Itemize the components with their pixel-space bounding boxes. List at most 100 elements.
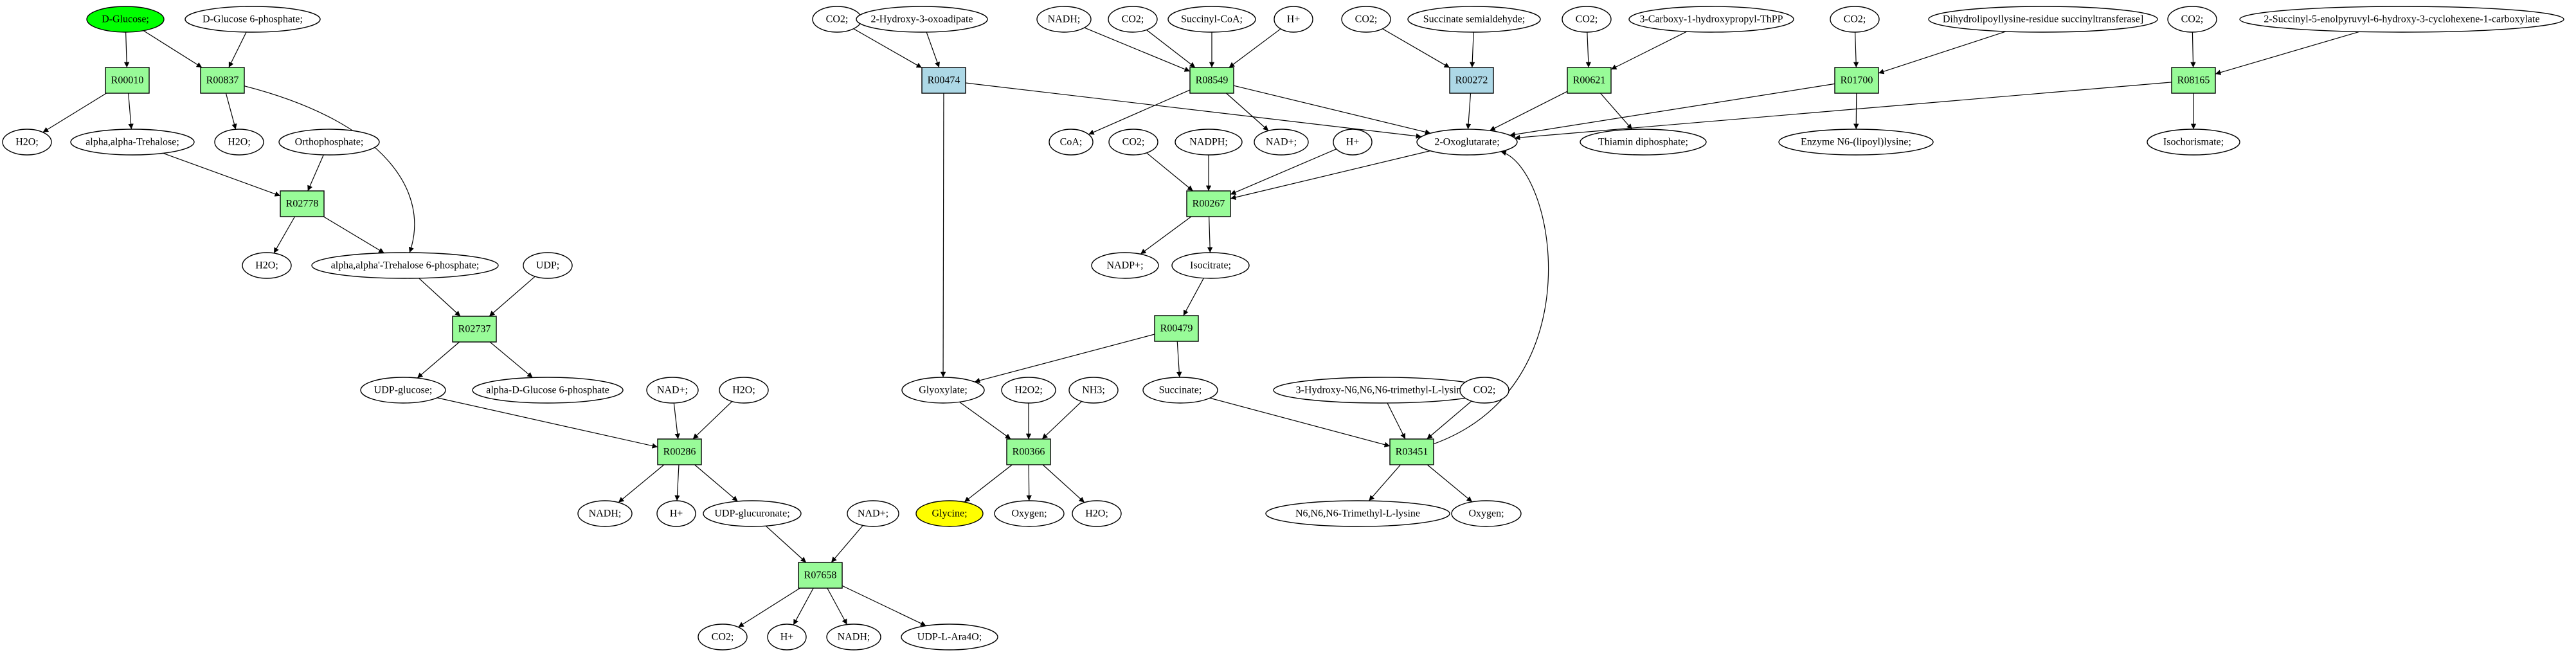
metabolite-node: Oxygen; (1451, 500, 1522, 527)
metabolite-ellipse (1407, 6, 1541, 33)
reaction-label: R00010 (111, 75, 144, 86)
edge-r_R00286-to-m_hplus_1 (674, 464, 680, 501)
metabolite-node: D-Glucose; (86, 6, 165, 33)
edge-m_dihydrolipoyl-to-r_R01700 (1878, 31, 2006, 75)
metabolite-node: Succinyl-CoA; (1167, 6, 1256, 33)
reaction-box (921, 67, 966, 94)
reaction-node-R00474: R00474 (921, 67, 966, 94)
metabolite-label: H+ (780, 632, 794, 643)
metabolite-ellipse (278, 129, 380, 156)
edge-m_nadh_3-to-r_R08549 (1084, 27, 1191, 72)
reaction-label: R01700 (1841, 75, 1873, 86)
metabolite-node: UDP-L-Ara4O; (901, 624, 998, 651)
edge-r_R00621-to-m_oxoglutarate (1490, 91, 1568, 131)
reaction-box (1389, 438, 1434, 465)
metabolite-label: H2O; (15, 137, 39, 148)
edge-r_R07658-to-m_co2_1 (738, 588, 800, 628)
metabolite-label: CO2; (1473, 385, 1496, 396)
metabolite-node: alpha,alpha'-Trehalose 6-phosphate; (311, 252, 499, 279)
metabolite-label: 2-Hydroxy-3-oxoadipate (870, 14, 973, 25)
metabolite-node: NADH; (826, 624, 881, 651)
edge-r_R00621-to-m_thiamin (1600, 93, 1633, 130)
reaction-box (798, 562, 843, 589)
reaction-label: R00621 (1573, 75, 1606, 86)
edge-m_udpglucuronate-to-r_R07658 (765, 525, 807, 563)
metabolite-node: H2O2; (1001, 377, 1056, 404)
metabolite-node: alpha,alpha-Trehalose; (70, 129, 195, 156)
reaction-node-R00479: R00479 (1154, 315, 1199, 342)
edge-r_R03451-to-m_oxoglutarate (1433, 150, 1549, 445)
metabolite-label: H2O; (732, 385, 755, 396)
edge-m_co2_5-to-r_R00621 (1585, 31, 1592, 68)
metabolite-ellipse (2, 129, 52, 156)
metabolite-node: Succinate; (1142, 377, 1218, 404)
metabolite-node: 3-Carboxy-1-hydroxypropyl-ThPP (1628, 6, 1794, 33)
metabolite-ellipse (856, 6, 988, 33)
reaction-label: R00286 (663, 447, 696, 458)
reaction-label: R08165 (2177, 75, 2210, 86)
metabolite-ellipse (1778, 129, 1934, 156)
edge-m_nh3-to-r_R00366 (1041, 401, 1083, 440)
reaction-box (105, 67, 150, 94)
reaction-node-R02778: R02778 (280, 190, 325, 217)
edge-r_R00474-to-m_glyoxylate (940, 93, 946, 378)
metabolite-node: CO2; (1830, 6, 1880, 33)
edge-m_oxoglutarate-to-r_R00267 (1230, 150, 1431, 201)
metabolite-node: Glyoxylate; (901, 377, 985, 404)
edge-r_R00474-to-m_oxoglutarate (965, 82, 1422, 139)
metabolite-label: CO2; (1844, 14, 1866, 25)
metabolite-node: D-Glucose 6-phosphate; (185, 6, 321, 33)
reaction-node-R08549: R08549 (1189, 67, 1234, 94)
edge-r_R00010-to-m_trehalose (128, 93, 134, 130)
metabolite-ellipse (656, 500, 696, 527)
metabolite-ellipse (214, 129, 264, 156)
metabolite-ellipse (1171, 252, 1250, 279)
reaction-node-R00010: R00010 (105, 67, 150, 94)
metabolite-label: H+ (1287, 14, 1301, 25)
metabolite-node: CO2; (812, 6, 862, 33)
metabolite-label: Dihydrolipoyllysine-residue succinyltran… (1943, 14, 2143, 25)
metabolite-label: H2O; (255, 260, 278, 271)
metabolite-ellipse (1628, 6, 1794, 33)
metabolite-label: UDP; (536, 260, 559, 271)
metabolite-ellipse (523, 252, 573, 279)
metabolite-ellipse (2167, 6, 2217, 33)
metabolite-node: UDP-glucose; (360, 377, 446, 404)
metabolite-node: H+ (1274, 6, 1313, 33)
edge-m_h2o_4-to-r_R00286 (692, 401, 733, 440)
metabolite-label: Oxygen; (1011, 508, 1047, 519)
reaction-label: R00272 (1455, 75, 1488, 86)
edge-m_udpglucose-to-r_R00286 (437, 397, 658, 449)
edge-m_succinate-to-r_R03451 (1209, 397, 1391, 447)
metabolite-node: H2O; (2, 129, 52, 156)
metabolite-node: H+ (1333, 129, 1373, 156)
metabolite-label: H2O2; (1014, 385, 1043, 396)
metabolite-ellipse (1562, 6, 1612, 33)
edge-r_R01700-to-m_lipoyllysine (1853, 93, 1859, 130)
edge-m_co2_6-to-r_R01700 (1853, 31, 1859, 68)
reaction-label: R07658 (804, 570, 837, 581)
metabolite-label: Isochorismate; (2163, 137, 2224, 148)
metabolite-label: NAD+; (657, 385, 688, 396)
metabolite-node: H2O; (214, 129, 264, 156)
metabolite-node: NADPH; (1175, 129, 1243, 156)
metabolite-ellipse (2239, 6, 2564, 33)
reaction-box (2171, 67, 2216, 94)
edge-m_isocitrate-to-r_R00479 (1183, 278, 1204, 316)
edge-r_R07658-to-m_nadh_2 (827, 588, 848, 625)
metabolite-ellipse (577, 500, 633, 527)
metabolite-node: NADH; (1036, 6, 1092, 33)
edge-r_R00479-to-m_succinate (1176, 341, 1182, 378)
metabolite-label: N6,N6,N6-Trimethyl-L-lysine (1295, 508, 1420, 519)
metabolite-node: 3-Hydroxy-N6,N6,N6-trimethyl-L-lysine (1273, 377, 1489, 404)
metabolite-node: Succinate semialdehyde; (1407, 6, 1541, 33)
edge-r_R02778-to-m_tre6p (323, 216, 384, 254)
metabolite-ellipse (1091, 252, 1159, 279)
edge-r_R02737-to-m_adg6p (489, 341, 533, 378)
metabolite-node: CO2; (1562, 6, 1612, 33)
reaction-label: R02737 (458, 324, 491, 335)
edge-m_co2_9-to-r_R03451 (1427, 400, 1472, 440)
metabolite-label: D-Glucose; (102, 14, 149, 25)
reaction-box (452, 316, 497, 343)
edge-r_R07658-to-m_udpara (842, 585, 926, 627)
